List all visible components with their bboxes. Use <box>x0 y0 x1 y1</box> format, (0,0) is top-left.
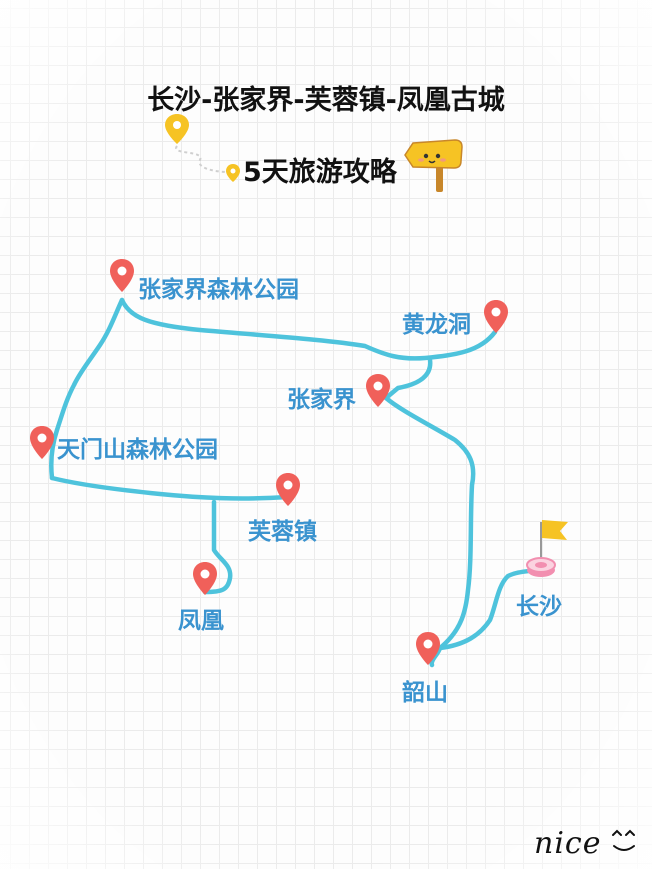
place-label-shaoshan: 韶山 <box>402 680 448 706</box>
yellow-pin-icon <box>165 114 189 144</box>
location-pin-icon <box>416 632 440 665</box>
location-pin-icon <box>193 562 217 595</box>
route-furong-fenghuang <box>202 499 233 595</box>
place-label-zhangjiajie: 张家界 <box>287 387 356 413</box>
flag-icon <box>540 520 568 560</box>
smiley-doodle <box>612 829 635 851</box>
location-pin-icon <box>30 426 54 459</box>
route-tianmen-furong <box>49 475 291 501</box>
route-forestpark-tianmen <box>48 297 125 481</box>
location-pin-icon <box>276 473 300 506</box>
place-label-zhangjiajie-forest-park: 张家界森林公园 <box>138 277 299 303</box>
start-marker <box>526 557 556 577</box>
route-lines <box>48 297 545 668</box>
location-pin-icon <box>484 300 508 333</box>
location-pin-icon <box>110 259 134 292</box>
place-label-tianmenshan-forest-park: 天门山森林公园 <box>57 437 218 463</box>
route-zhangjiajie-shaoshan <box>383 395 476 668</box>
place-label-fenghuang: 凤凰 <box>178 608 224 634</box>
place-label-huanglong-cave: 黄龙洞 <box>402 312 471 338</box>
place-label-furong-town: 芙蓉镇 <box>248 519 317 545</box>
route-junction-zhangjiajie <box>383 357 433 401</box>
page-subtitle: 5天旅游攻略 <box>243 157 397 188</box>
signpost-icon <box>404 139 463 192</box>
place-label-changsha: 长沙 <box>516 594 562 620</box>
yellow-pin-icon <box>226 164 240 182</box>
route-forestpark-huanglong <box>119 297 498 361</box>
signoff-text: nice <box>534 826 602 861</box>
route-shaoshan-changsha <box>437 565 545 651</box>
page-title: 长沙-张家界-芙蓉镇-凤凰古城 <box>147 85 505 116</box>
location-pin-icon <box>366 374 390 407</box>
